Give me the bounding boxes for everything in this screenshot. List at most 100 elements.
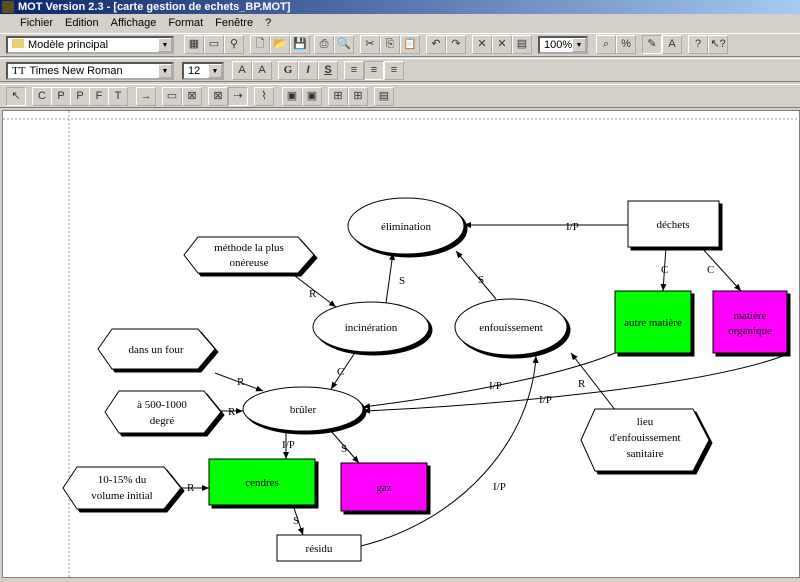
link-label: I/P xyxy=(566,221,579,233)
print-preview-icon[interactable]: 🔍 xyxy=(334,35,354,54)
delete-link-icon[interactable]: ✕ xyxy=(492,35,512,54)
text-style-icon[interactable]: A xyxy=(662,35,682,54)
align-objects-icon[interactable]: ⊞ xyxy=(328,87,348,106)
link-tool-icon[interactable]: → xyxy=(136,87,156,106)
link-label: I/P xyxy=(489,380,502,392)
link-line xyxy=(700,246,742,292)
dashed-arrow-icon[interactable]: ⇢ xyxy=(228,87,248,106)
chevron-down-icon[interactable]: ▼ xyxy=(158,38,172,52)
link-line xyxy=(292,504,304,536)
menu-edition[interactable]: Edition xyxy=(65,17,99,29)
align-right-icon[interactable]: ≡ xyxy=(384,61,404,80)
link-label: S xyxy=(399,275,405,287)
menu-format[interactable]: Format xyxy=(168,17,204,29)
folder-button[interactable]: ▦ xyxy=(184,35,204,54)
svg-text:incinération: incinération xyxy=(345,322,398,334)
node-dans-un-four[interactable]: dans un four xyxy=(97,328,219,373)
node-enfouissement[interactable]: enfouissement xyxy=(454,298,571,359)
links xyxy=(181,222,784,547)
help-icon[interactable]: ? xyxy=(688,35,708,54)
chevron-down-icon[interactable]: ▼ xyxy=(158,64,172,78)
node-dechets[interactable]: déchets xyxy=(627,200,723,251)
node-gaz[interactable]: gaz xyxy=(340,462,431,515)
model-select[interactable]: Modèle principal▼ xyxy=(6,36,174,54)
properties-icon[interactable]: ▤ xyxy=(512,35,532,54)
pencil-icon[interactable]: ✎ xyxy=(642,35,662,54)
chevron-down-icon[interactable]: ▼ xyxy=(208,64,222,78)
link-line xyxy=(385,252,396,304)
distribute-icon[interactable]: ⊞ xyxy=(348,87,368,106)
principle-tool-icon[interactable]: P xyxy=(70,87,90,106)
align-center-icon[interactable]: ≡ xyxy=(364,61,384,80)
bold-button[interactable]: G xyxy=(278,61,298,80)
align-left-icon[interactable]: ≡ xyxy=(344,61,364,80)
menu-fichier[interactable]: Fichier xyxy=(20,17,54,29)
node-residu[interactable]: résidu xyxy=(276,534,362,562)
menu-fenetre[interactable]: Fenêtre xyxy=(215,17,254,29)
standard-toolbar: Modèle principal▼ ▦ ▭ ⚲ 🗋 📂 💾 ⎙ 🔍 ✂ ⎘ 📋 … xyxy=(0,33,800,57)
print-icon[interactable]: ⎙ xyxy=(314,35,334,54)
font-size-select[interactable]: 12 ▼ xyxy=(182,62,224,80)
menu-affichage[interactable]: Affichage xyxy=(110,17,157,29)
bring-front-icon[interactable]: ▤ xyxy=(374,87,394,106)
context-help-icon[interactable]: ↖? xyxy=(708,35,728,54)
link-label: R xyxy=(237,376,245,388)
new-file-icon[interactable]: 🗋 xyxy=(250,35,270,54)
save-icon[interactable]: 💾 xyxy=(290,35,310,54)
delete-icon[interactable]: ✕ xyxy=(472,35,492,54)
percent-icon[interactable]: % xyxy=(616,35,636,54)
underline-button[interactable]: S xyxy=(318,61,338,80)
font-size-value: 12 xyxy=(188,65,201,77)
zoom-select[interactable]: 100%▼ xyxy=(538,36,588,54)
link-line xyxy=(362,352,616,410)
node-cendres[interactable]: cendres xyxy=(208,458,319,509)
cut-icon[interactable]: ✂ xyxy=(360,35,380,54)
text-tool-icon[interactable]: T xyxy=(108,87,128,106)
redo-icon[interactable]: ↷ xyxy=(446,35,466,54)
link-label: I/P xyxy=(539,394,552,406)
window-button[interactable]: ▭ xyxy=(204,35,224,54)
paste-icon[interactable]: 📋 xyxy=(400,35,420,54)
procedure-tool-icon[interactable]: P xyxy=(51,87,71,106)
svg-text:enfouissement: enfouissement xyxy=(479,322,543,334)
open-folder-icon[interactable]: 📂 xyxy=(270,35,290,54)
fact-tool-icon[interactable]: F xyxy=(89,87,109,106)
italic-button[interactable]: I xyxy=(298,61,318,80)
increase-font-icon[interactable]: A xyxy=(252,61,272,80)
delete-link-tool-icon[interactable]: ⊠ xyxy=(208,87,228,106)
pointer-icon[interactable]: ↖ xyxy=(6,87,26,106)
brush-icon[interactable]: ⌇ xyxy=(254,87,274,106)
svg-text:onéreuse: onéreuse xyxy=(229,257,268,269)
menu-bar: Fichier Edition Affichage Format Fenêtre… xyxy=(0,14,800,32)
copy-icon[interactable]: ⎘ xyxy=(380,35,400,54)
svg-text:10-15% du: 10-15% du xyxy=(98,474,147,486)
link-label: R xyxy=(187,482,195,494)
tree-button[interactable]: ⚲ xyxy=(224,35,244,54)
node-autre-matiere[interactable]: autre matière xyxy=(614,290,695,357)
link-label: R xyxy=(228,406,236,418)
folder-icon xyxy=(12,39,24,48)
decrease-font-icon[interactable]: A xyxy=(232,61,252,80)
node-bruler[interactable]: brûler xyxy=(242,386,367,435)
svg-text:gaz: gaz xyxy=(376,482,391,494)
svg-text:autre matière: autre matière xyxy=(624,317,682,329)
diagram-canvas[interactable]: I/P C C R S S C R R I/P I/P I/P S R S I/… xyxy=(2,110,800,579)
group-icon[interactable]: ▣ xyxy=(282,87,302,106)
comment-icon[interactable]: ▭ xyxy=(162,87,182,106)
ungroup-icon[interactable]: ▣ xyxy=(302,87,322,106)
menu-help[interactable]: ? xyxy=(265,17,272,29)
unlink-icon[interactable]: ⊠ xyxy=(182,87,202,106)
node-elimination[interactable]: élimination xyxy=(347,197,468,258)
node-incineration[interactable]: incinération xyxy=(312,301,433,356)
concept-tool-icon[interactable]: C xyxy=(32,87,52,106)
chevron-down-icon[interactable]: ▼ xyxy=(572,38,586,52)
undo-icon[interactable]: ↶ xyxy=(426,35,446,54)
zoom-area-icon[interactable]: ⌕ xyxy=(596,35,616,54)
link-label: R xyxy=(309,288,317,300)
